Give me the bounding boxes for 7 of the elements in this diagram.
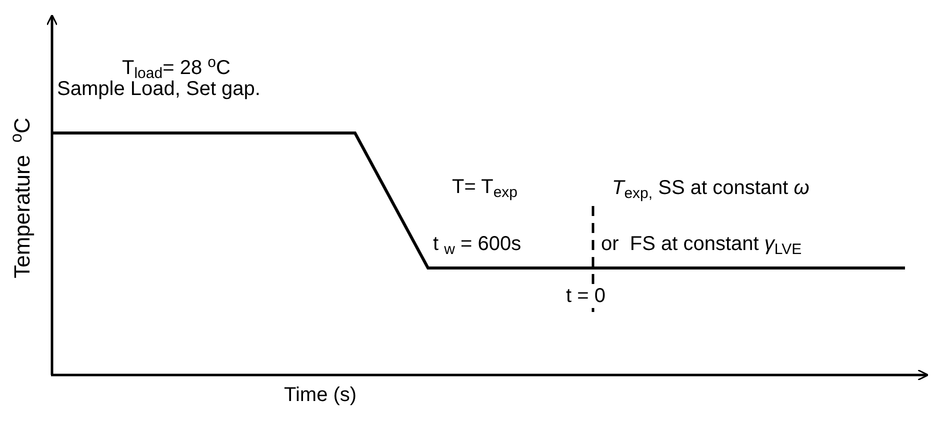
wait-time-label: t $_{w}$ = 600s: [433, 232, 522, 256]
load-temperature-label: T$_{load}$= 28 $^{o}$C: [122, 56, 230, 80]
experiment-temperature-label: T= T$_{exp}$: [452, 175, 518, 199]
test-mode-label: T$_{exp,}$ SS at constant ω: [612, 176, 810, 200]
load-step-label: Sample Load, Set gap.: [57, 78, 260, 101]
x-axis-title: Time (s): [284, 383, 357, 407]
test-mode-label: or FS at constant γ$_{LVE}$: [601, 232, 802, 256]
